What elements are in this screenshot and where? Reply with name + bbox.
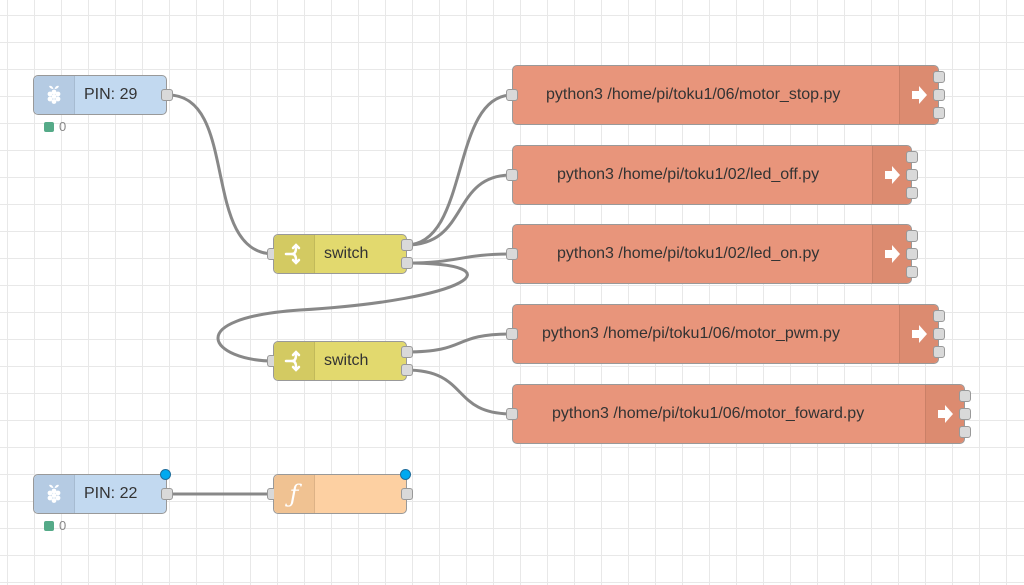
node-label: switch <box>324 352 369 369</box>
arrow-right-icon <box>899 66 938 124</box>
gpio-in-node-pin29[interactable]: PIN: 29 <box>33 75 173 115</box>
arrow-right-icon <box>925 385 964 443</box>
gpio-in-node-pin22[interactable]: PIN: 22 <box>33 469 173 514</box>
exec-node-led-off[interactable]: python3 /home/pi/toku1/02/led_off.py <box>506 145 918 205</box>
node-label: python3 /home/pi/toku1/02/led_off.py <box>557 166 820 183</box>
raspberry-pi-icon <box>34 475 75 513</box>
exec-node-led-on[interactable]: python3 /home/pi/toku1/02/led_on.py <box>506 224 918 284</box>
wire-switch2-motor-pwm[interactable] <box>405 332 513 354</box>
wire-switch1-led-on[interactable] <box>405 252 513 265</box>
switch-node-1[interactable]: switch <box>267 234 413 274</box>
exec-node-motor-foward[interactable]: python3 /home/pi/toku1/06/motor_foward.p… <box>506 384 971 444</box>
wire-switch1-motor-stop[interactable] <box>405 93 513 247</box>
status-text: 0 <box>59 119 67 134</box>
input-port[interactable] <box>506 169 518 181</box>
output-port[interactable] <box>401 488 413 500</box>
exec-node-motor-stop[interactable]: python3 /home/pi/toku1/06/motor_stop.py <box>506 65 945 125</box>
wire-gpio1-switch1[interactable] <box>167 93 275 256</box>
output-port-1[interactable] <box>401 239 413 251</box>
status-dot-icon <box>44 520 54 531</box>
output-port-stdout[interactable] <box>906 151 918 163</box>
node-status: 0 <box>44 518 66 533</box>
function-node[interactable]: ƒ <box>267 469 413 514</box>
wire-switch1-led-off[interactable] <box>405 173 513 247</box>
output-port-stderr[interactable] <box>933 328 945 340</box>
input-port[interactable] <box>506 328 518 340</box>
output-port-return[interactable] <box>933 346 945 358</box>
node-label: PIN: 29 <box>84 86 138 103</box>
output-port[interactable] <box>161 89 173 101</box>
node-label: python3 /home/pi/toku1/06/motor_pwm.py <box>542 325 840 342</box>
input-port[interactable] <box>506 248 518 260</box>
output-port-stderr[interactable] <box>906 169 918 181</box>
exec-node-motor-pwm[interactable]: python3 /home/pi/toku1/06/motor_pwm.py <box>506 304 945 364</box>
node-label: PIN: 22 <box>84 485 138 502</box>
output-port-stderr[interactable] <box>959 408 971 420</box>
arrow-right-icon <box>872 146 911 204</box>
output-port-stdout[interactable] <box>933 71 945 83</box>
output-port-stderr[interactable] <box>906 248 918 260</box>
output-port-return[interactable] <box>906 187 918 199</box>
changed-badge-icon <box>160 469 171 480</box>
status-dot-icon <box>44 121 54 132</box>
arrow-right-icon <box>899 305 938 363</box>
node-status: 0 <box>44 119 66 134</box>
arrow-right-icon <box>872 225 911 283</box>
node-label: python3 /home/pi/toku1/06/motor_foward.p… <box>552 405 865 422</box>
node-label: python3 /home/pi/toku1/06/motor_stop.py <box>546 86 841 103</box>
status-text: 0 <box>59 518 67 533</box>
function-icon: ƒ <box>274 475 315 513</box>
output-port-stdout[interactable] <box>906 230 918 242</box>
switch-icon <box>274 235 315 273</box>
output-port-return[interactable] <box>906 266 918 278</box>
raspberry-pi-icon <box>34 76 75 114</box>
input-port[interactable] <box>506 89 518 101</box>
output-port-stderr[interactable] <box>933 89 945 101</box>
output-port-1[interactable] <box>401 346 413 358</box>
wire-switch2-motor-foward[interactable] <box>405 368 513 416</box>
switch-node-2[interactable]: switch <box>267 341 413 381</box>
output-port-return[interactable] <box>933 107 945 119</box>
wire-switch1-switch2[interactable] <box>216 261 469 363</box>
switch-icon <box>274 342 315 380</box>
node-label: python3 /home/pi/toku1/02/led_on.py <box>557 245 820 262</box>
output-port-2[interactable] <box>401 364 413 376</box>
changed-badge-icon <box>400 469 411 480</box>
output-port-stdout[interactable] <box>933 310 945 322</box>
output-port-stdout[interactable] <box>959 390 971 402</box>
input-port[interactable] <box>506 408 518 420</box>
node-label: switch <box>324 245 369 262</box>
output-port-2[interactable] <box>401 257 413 269</box>
output-port-return[interactable] <box>959 426 971 438</box>
output-port[interactable] <box>161 488 173 500</box>
